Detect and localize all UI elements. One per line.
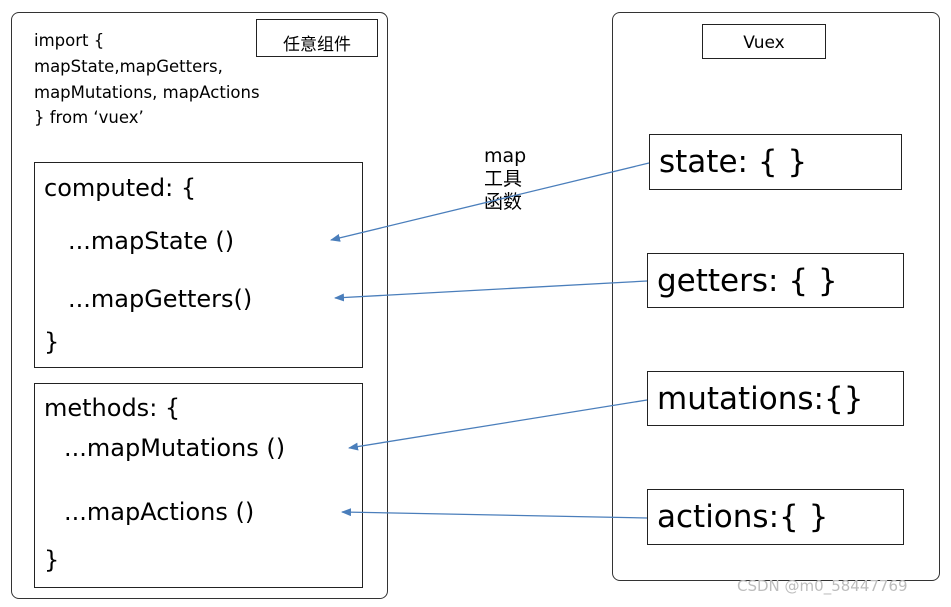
component-title: 任意组件 xyxy=(283,35,351,55)
map-label-line-1: map xyxy=(484,145,527,167)
computed-open: computed: { xyxy=(44,174,197,202)
import-line-3: mapMutations, mapActions xyxy=(34,83,260,102)
store-mutations-label: mutations:{} xyxy=(657,381,864,417)
map-getters-call: ...mapGetters() xyxy=(68,285,253,313)
import-line-1: import { xyxy=(34,31,105,50)
vuex-title: Vuex xyxy=(743,33,785,53)
methods-open: methods: { xyxy=(44,394,181,422)
arrow-getters-to-mapgetters xyxy=(334,280,648,302)
arrow-mutations-to-mapmutations xyxy=(348,399,648,451)
arrow-state-to-mapstate xyxy=(330,162,650,242)
map-helper-label: map 工具 函数 xyxy=(484,145,526,215)
methods-box xyxy=(34,383,363,588)
import-line-2: mapState,mapGetters, xyxy=(34,57,223,76)
store-getters-label: getters: { } xyxy=(657,263,838,299)
arrow-actions-to-mapactions xyxy=(341,508,648,519)
store-getters-box: getters: { } xyxy=(647,253,904,308)
store-state-box: state: { } xyxy=(649,134,902,190)
import-line-4: } from ‘vuex’ xyxy=(34,108,144,127)
store-actions-box: actions:{ } xyxy=(647,489,904,545)
map-state-call: ...mapState () xyxy=(68,227,235,255)
store-mutations-box: mutations:{} xyxy=(647,371,904,426)
methods-close: } xyxy=(44,546,60,574)
map-label-line-3: 函数 xyxy=(484,191,523,214)
map-label-line-2: 工具 xyxy=(484,168,523,191)
store-state-label: state: { } xyxy=(659,144,808,180)
vuex-title-box: Vuex xyxy=(702,24,826,59)
store-actions-label: actions:{ } xyxy=(657,499,829,535)
component-title-box: 任意组件 xyxy=(256,19,378,57)
watermark: CSDN @m0_58447769 xyxy=(737,577,908,595)
computed-box xyxy=(34,162,363,368)
map-mutations-call: ...mapMutations () xyxy=(64,434,286,462)
map-actions-call: ...mapActions () xyxy=(64,498,255,526)
computed-close: } xyxy=(44,328,60,356)
